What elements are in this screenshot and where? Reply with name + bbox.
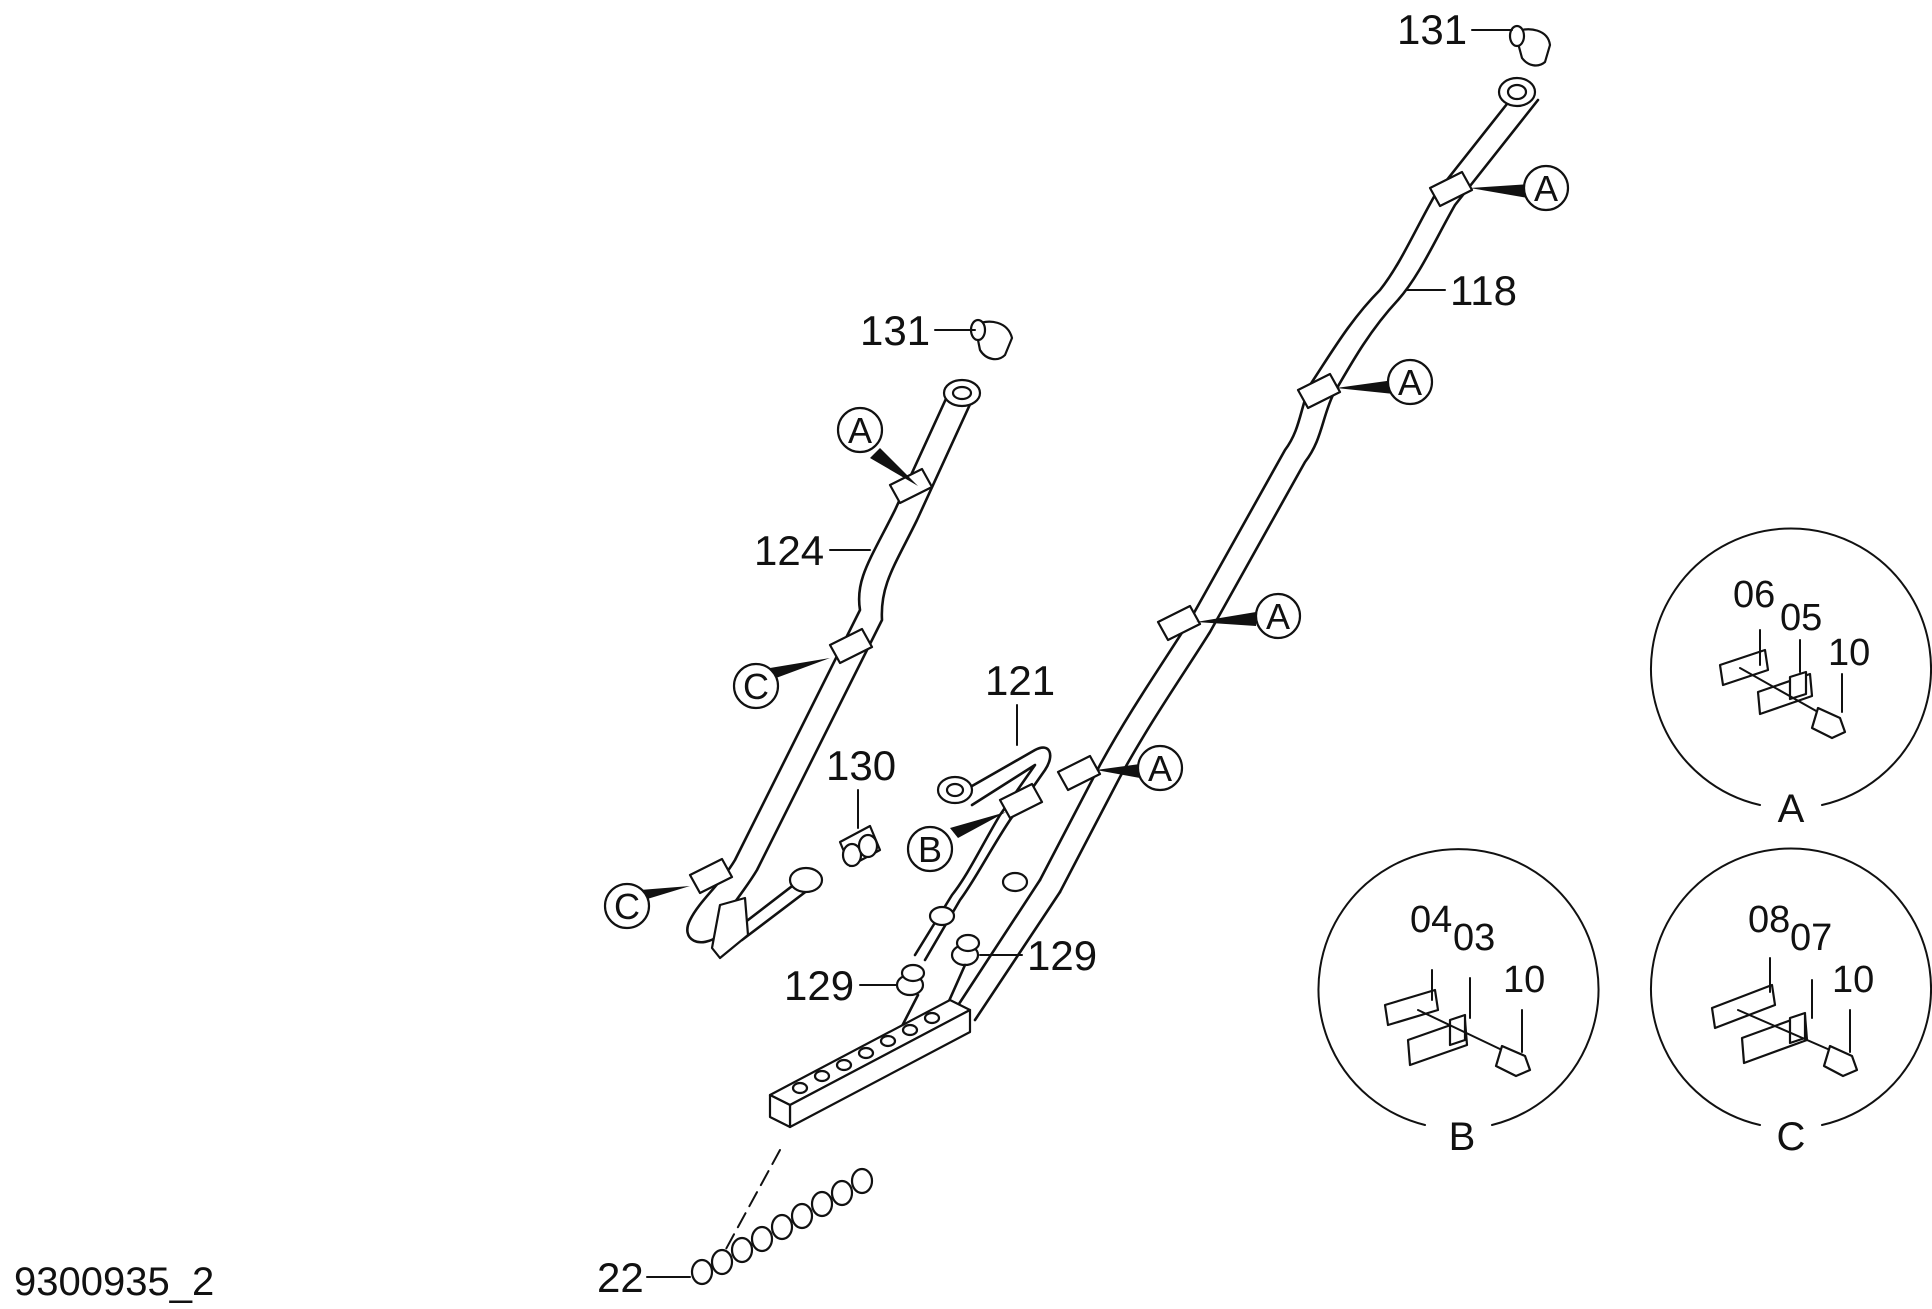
adapter-fitting-130 (838, 824, 882, 868)
detail-a-part-3: 10 (1828, 632, 1870, 674)
elbow-fitting-131-top (1497, 24, 1552, 108)
callout-124: 124 (754, 527, 871, 574)
clamp-ref-a2-label: A (1398, 362, 1422, 403)
callout-22: 22 (597, 1254, 691, 1301)
banjo-bolt (710, 866, 824, 960)
clamp-ref-c2-label: C (614, 886, 640, 927)
clamp-ref-c1-label: C (743, 666, 769, 707)
manifold-block (719, 998, 972, 1261)
callout-130-label: 130 (826, 742, 896, 789)
detail-c-label: C (1777, 1115, 1806, 1159)
clamp-ref-a4-label: A (1148, 748, 1172, 789)
callout-121-label: 121 (985, 657, 1055, 704)
detail-view-a: A 06 05 10 (1650, 527, 1932, 831)
clamp-ref-a1-label: A (1534, 168, 1558, 209)
clamp-ref-a3-label: A (1266, 596, 1290, 637)
clamp-ref-a2: A (1336, 358, 1434, 406)
callout-118-label: 118 (1450, 267, 1517, 314)
elbow-fitting-131-left (942, 318, 1014, 408)
detail-c-part-1: 08 (1748, 899, 1790, 941)
detail-b-part-1: 04 (1410, 899, 1452, 941)
callout-130: 130 (826, 742, 896, 829)
detail-c-part-3: 10 (1832, 959, 1874, 1001)
detail-b-part-2: 03 (1453, 917, 1495, 959)
clamp-ref-a4: A (1096, 744, 1184, 792)
clamp-ref-b1-label: B (918, 829, 942, 870)
callout-131-left-label: 131 (860, 307, 930, 354)
detail-view-b: B 04 03 10 (1317, 848, 1600, 1159)
callout-129-left-label: 129 (784, 962, 854, 1009)
detail-b-part-3: 10 (1503, 959, 1545, 1001)
detail-a-part-1: 06 (1733, 574, 1775, 616)
nipple-fitting-129-right (898, 871, 1029, 1032)
clamp-ref-b1: B (906, 812, 1006, 873)
clamp-ref-a5: A (836, 406, 918, 486)
callout-129-left: 129 (784, 962, 898, 1009)
callout-121: 121 (985, 657, 1055, 746)
pipe-clamps (688, 170, 1474, 895)
callout-118: 118 (1406, 267, 1517, 314)
callout-131-top: 131 (1397, 6, 1513, 53)
manifold-nut-set-22 (690, 1167, 874, 1286)
clamp-ref-a3: A (1196, 592, 1302, 640)
callout-22-label: 22 (597, 1254, 644, 1301)
pipe-118 (953, 88, 1540, 1022)
nipple-fitting-129-left (895, 905, 956, 997)
callout-129-right: 129 (979, 932, 1097, 979)
callout-124-label: 124 (754, 527, 824, 574)
detail-b-label: B (1449, 1115, 1476, 1159)
clamp-ref-a1: A (1470, 164, 1570, 212)
detail-a-label: A (1778, 787, 1805, 831)
callout-131-left: 131 (860, 307, 976, 354)
clamp-ref-c2: C (603, 882, 690, 930)
clamp-ref-c1: C (732, 658, 830, 710)
detail-c-part-2: 07 (1790, 917, 1832, 959)
callout-129-right-label: 129 (1027, 932, 1097, 979)
callout-131-top-label: 131 (1397, 6, 1467, 53)
clamp-ref-a5-label: A (848, 410, 872, 451)
drawing-id: 9300935_2 (14, 1260, 214, 1304)
detail-view-c: C 08 07 10 (1650, 847, 1932, 1159)
detail-a-part-2: 05 (1780, 597, 1822, 639)
